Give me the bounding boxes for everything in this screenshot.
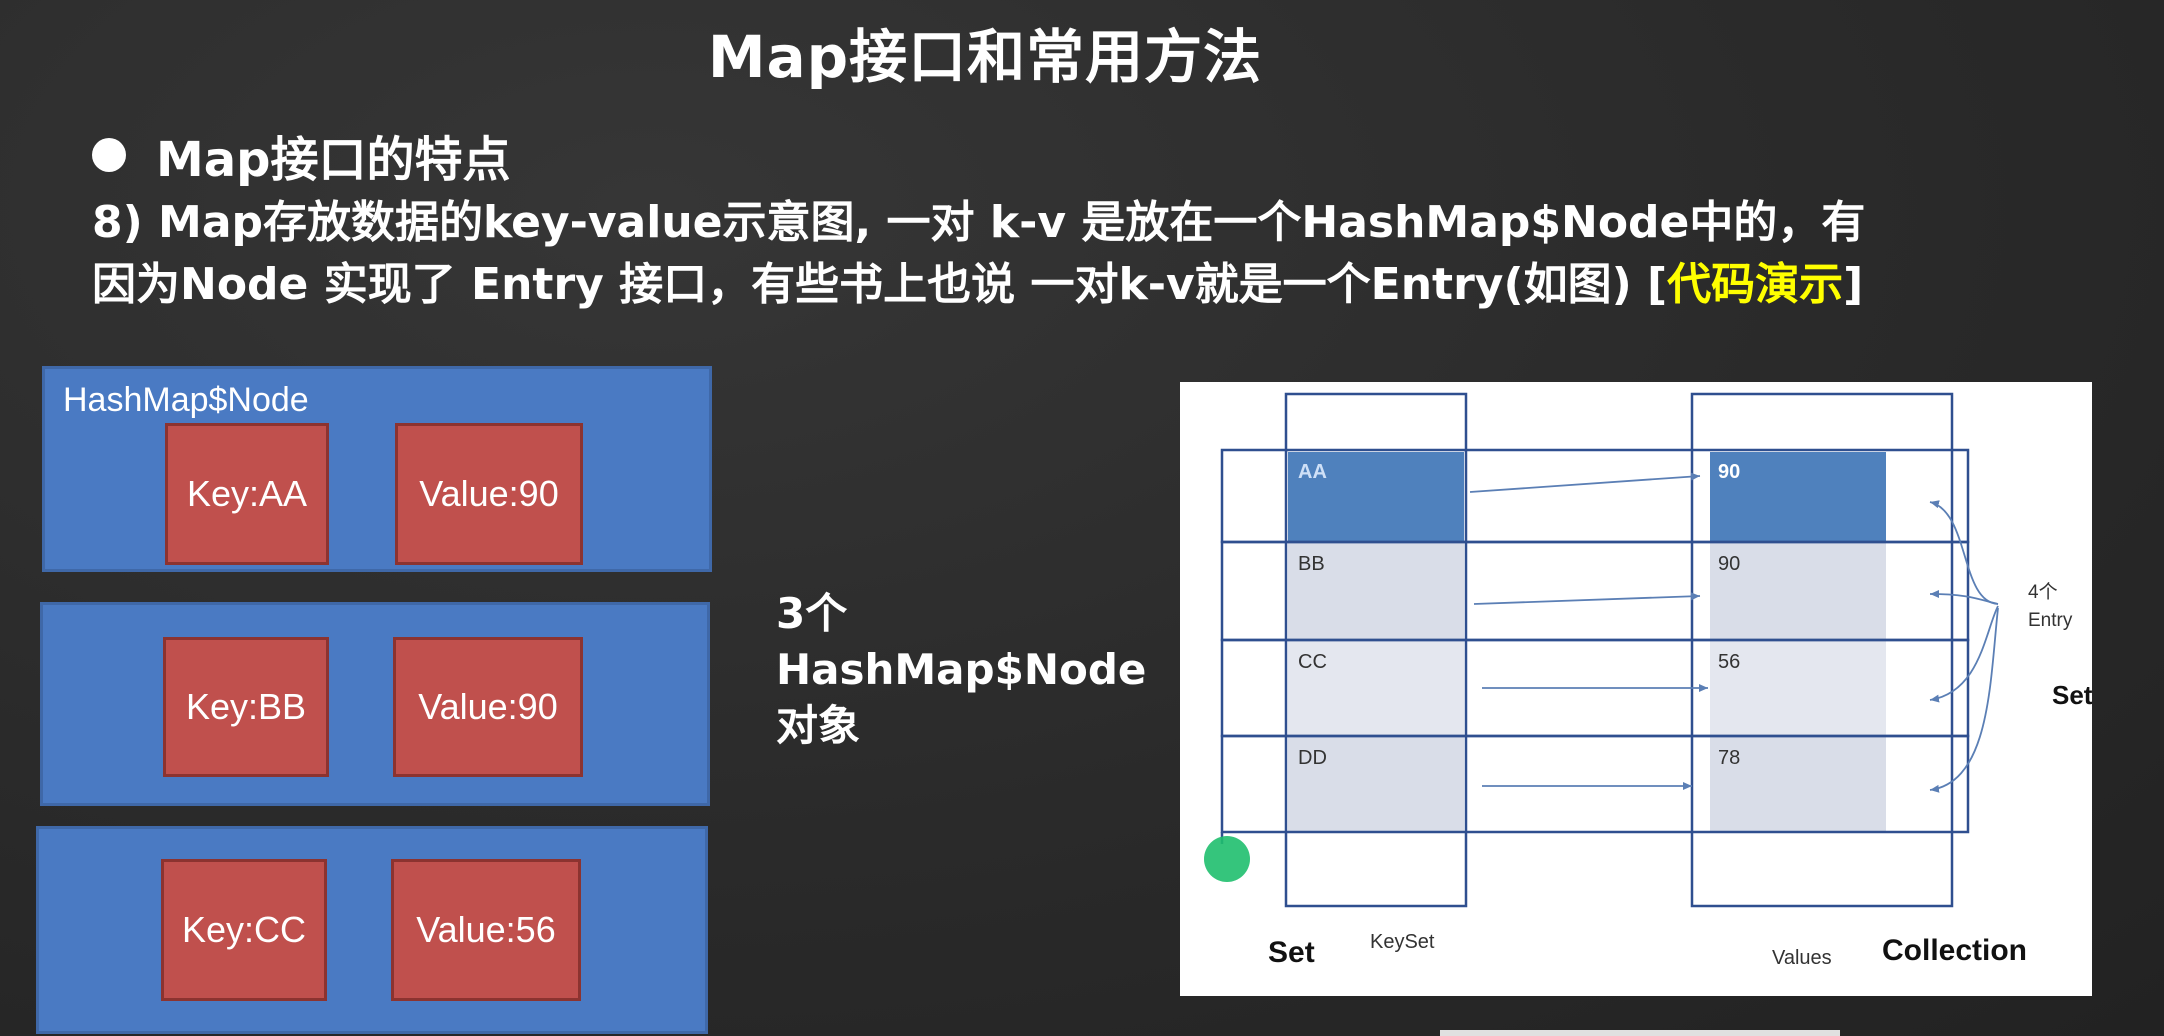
description-line-2: 因为Node 实现了 Entry 接口，有些书上也说 一对k-v就是一个Entr…: [92, 248, 1863, 312]
key-label: BB: [1298, 553, 1325, 575]
values-column: [1690, 392, 1954, 908]
entry-row: [1220, 734, 1970, 834]
key-label: CC: [1298, 651, 1327, 673]
node-count-label: 3个 HashMap$Node 对象: [776, 586, 1146, 754]
bottom-strip: [1440, 1030, 1840, 1036]
entry-set-label: Set: [2052, 680, 2092, 710]
bullet-dot-icon: [92, 138, 126, 172]
keyset-set-label: Set: [1268, 936, 1315, 969]
value-cell-selected: [1710, 452, 1886, 542]
node-key: Key:AA: [165, 423, 329, 565]
node-key: Key:BB: [163, 637, 329, 777]
node-title: HashMap$Node: [63, 381, 309, 419]
key-cell-selected: [1288, 452, 1464, 542]
value-label: 56: [1718, 651, 1740, 673]
value-label: 78: [1718, 747, 1740, 769]
key-label: AA: [1298, 461, 1327, 483]
keyset-label: KeySet: [1370, 931, 1435, 953]
value-cell: [1710, 736, 1886, 832]
hashmap-node-2: Key:BB Value:90: [40, 602, 710, 806]
entry-arrow: [1929, 605, 1999, 703]
key-cell: [1288, 736, 1464, 832]
entry-diagram-panel: AA BB CC DD 90 90 56 78 4个 Entry Set Set…: [1180, 382, 2092, 996]
value-label: 90: [1718, 461, 1740, 483]
key-value-arrow: [1469, 472, 1701, 493]
entry-count-label: Entry: [2028, 610, 2073, 631]
entry-arrow: [1929, 590, 1999, 605]
cursor-move-icon: [1204, 836, 1250, 882]
collection-label: Collection: [1882, 934, 2027, 967]
key-cell: [1288, 640, 1464, 736]
entry-count-label: 4个: [2028, 581, 2058, 603]
node-count-line: 对象: [776, 701, 861, 750]
key-cell: [1288, 542, 1464, 640]
node-count-line: 3个: [776, 589, 848, 638]
description-line-2-suffix: ]: [1843, 259, 1864, 310]
entry-arrow: [1929, 500, 1999, 605]
node-value: Value:90: [395, 423, 583, 565]
slide-title: Map接口和常用方法: [707, 23, 1263, 91]
heading-text: Map接口的特点: [156, 132, 511, 188]
values-label: Values: [1772, 947, 1832, 969]
hashmap-node-1: HashMap$Node Key:AA Value:90: [42, 366, 712, 572]
hashmap-node-3: Key:CC Value:56: [36, 826, 708, 1034]
bullet-heading: Map接口的特点: [92, 120, 511, 190]
node-key: Key:CC: [161, 859, 327, 1001]
value-label: 90: [1718, 553, 1740, 575]
key-value-arrow: [1473, 592, 1701, 605]
keyset-column: [1284, 392, 1468, 908]
node-count-line: HashMap$Node: [776, 645, 1147, 694]
entry-arrow: [1929, 607, 1999, 793]
code-demo-highlight: 代码演示: [1667, 259, 1844, 310]
value-cell: [1710, 640, 1886, 736]
description-line-2-text: 因为Node 实现了 Entry 接口，有些书上也说 一对k-v就是一个Entr…: [92, 259, 1668, 310]
node-value: Value:90: [393, 637, 583, 777]
node-value: Value:56: [391, 859, 581, 1001]
description-line-1: 8) Map存放数据的key-value示意图, 一对 k-v 是放在一个Has…: [92, 197, 1866, 248]
key-label: DD: [1298, 747, 1327, 769]
value-cell: [1710, 542, 1886, 640]
entry-diagram: AA BB CC DD 90 90 56 78 4个 Entry Set Set…: [1220, 392, 2092, 969]
